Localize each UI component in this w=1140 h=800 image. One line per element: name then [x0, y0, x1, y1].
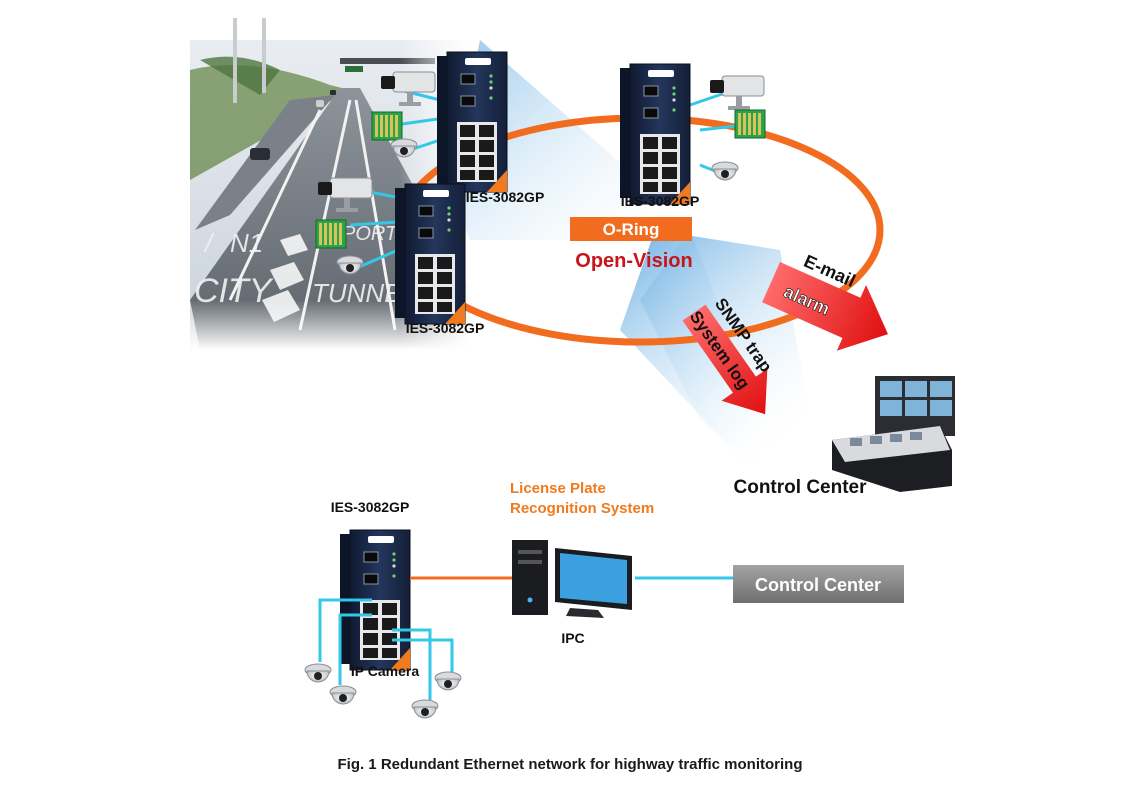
ip-camera-icon-2 [329, 685, 357, 705]
road-text-n1: N1 [230, 228, 263, 258]
road-text-slash: / [203, 228, 215, 258]
ipc-label: IPC [561, 630, 584, 646]
switch-label-3: IES-3082GP [406, 320, 485, 336]
control-center-console-icon [832, 376, 955, 492]
switch-top-left [436, 51, 508, 193]
road-text-port: PORT [342, 223, 399, 245]
ipc-computer-icon [512, 540, 632, 618]
io-board-icon-2 [315, 219, 347, 249]
ip-camera-icon-3 [411, 699, 439, 719]
switch-label-1: IES-3082GP [466, 189, 545, 205]
switch-top-right [619, 63, 691, 205]
box-camera-icon-3 [709, 75, 765, 111]
switch-left [394, 183, 466, 325]
open-vision-label: Open-Vision [575, 250, 692, 272]
bottom-switch-label: IES-3082GP [331, 499, 410, 515]
o-ring-label: O-Ring [603, 220, 660, 239]
email-alarm-arrow: E-mail alarm [762, 251, 888, 351]
ip-camera-label: IP Camera [351, 663, 419, 679]
o-ring-badge [570, 217, 692, 241]
lpr-title-line1: License Plate [510, 480, 606, 497]
switch-label-2: IES-3082GP [621, 193, 700, 209]
io-board-icon-3 [734, 109, 766, 139]
lpr-title-line2: Recognition System [510, 500, 654, 517]
dome-camera-icon-3 [711, 161, 739, 181]
control-center-box [733, 565, 904, 603]
network-diagram: / N1 PORT CITY TUNNEL IES-308 [190, 18, 955, 719]
io-board-icon-1 [371, 111, 403, 141]
ip-camera-icon-1 [304, 663, 332, 683]
figure-caption: Fig. 1 Redundant Ethernet network for hi… [337, 756, 803, 773]
control-center-label-top: Control Center [734, 477, 868, 498]
ip-camera-icon-4 [434, 671, 462, 691]
control-center-label-bottom: Control Center [755, 575, 881, 595]
bottom-camera-cables [318, 598, 454, 700]
